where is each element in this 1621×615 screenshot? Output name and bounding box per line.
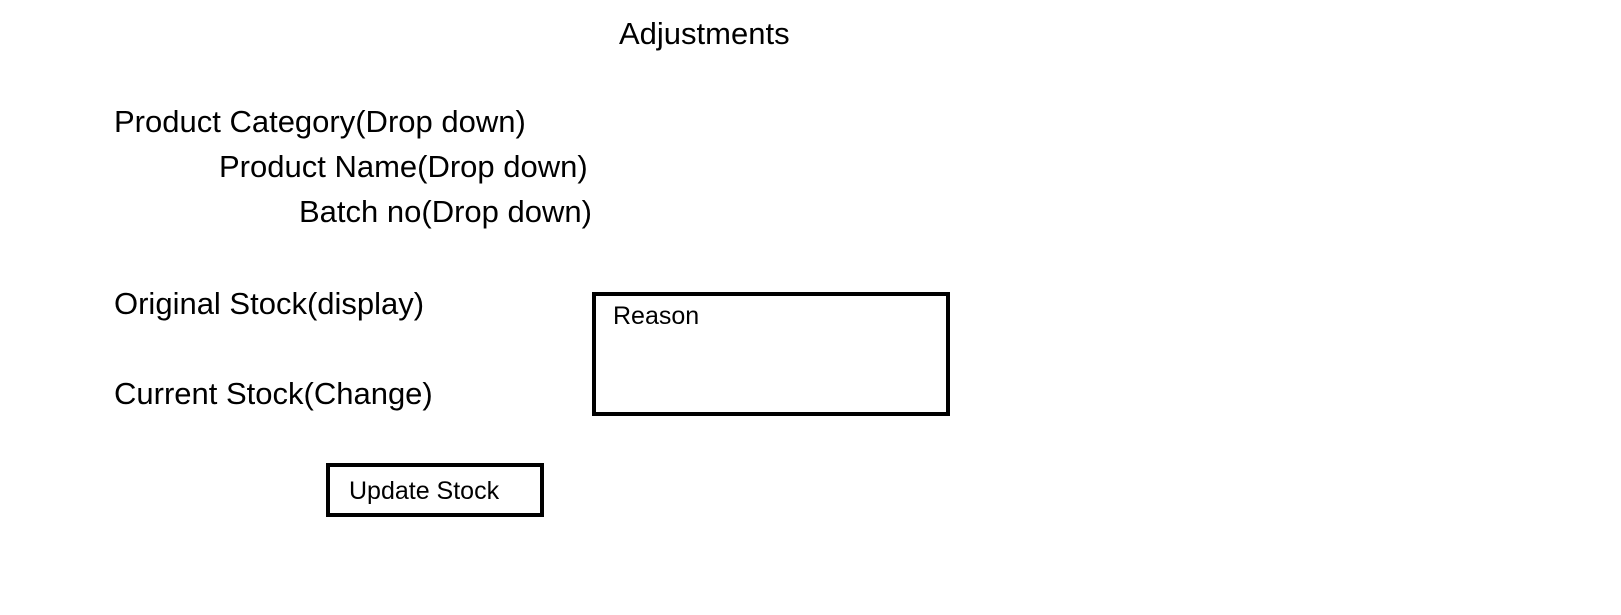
- update-stock-button-label: Update Stock: [349, 477, 500, 505]
- reason-textarea[interactable]: Reason: [592, 292, 950, 416]
- page-title: Adjustments: [619, 16, 790, 51]
- update-stock-button[interactable]: Update Stock: [326, 463, 544, 517]
- current-stock-field[interactable]: Current Stock(Change): [114, 376, 433, 411]
- batch-no-dropdown[interactable]: Batch no(Drop down): [299, 194, 592, 229]
- product-category-dropdown[interactable]: Product Category(Drop down): [114, 104, 526, 139]
- product-name-dropdown[interactable]: Product Name(Drop down): [219, 149, 588, 184]
- original-stock-display: Original Stock(display): [114, 286, 425, 321]
- reason-label: Reason: [613, 302, 700, 330]
